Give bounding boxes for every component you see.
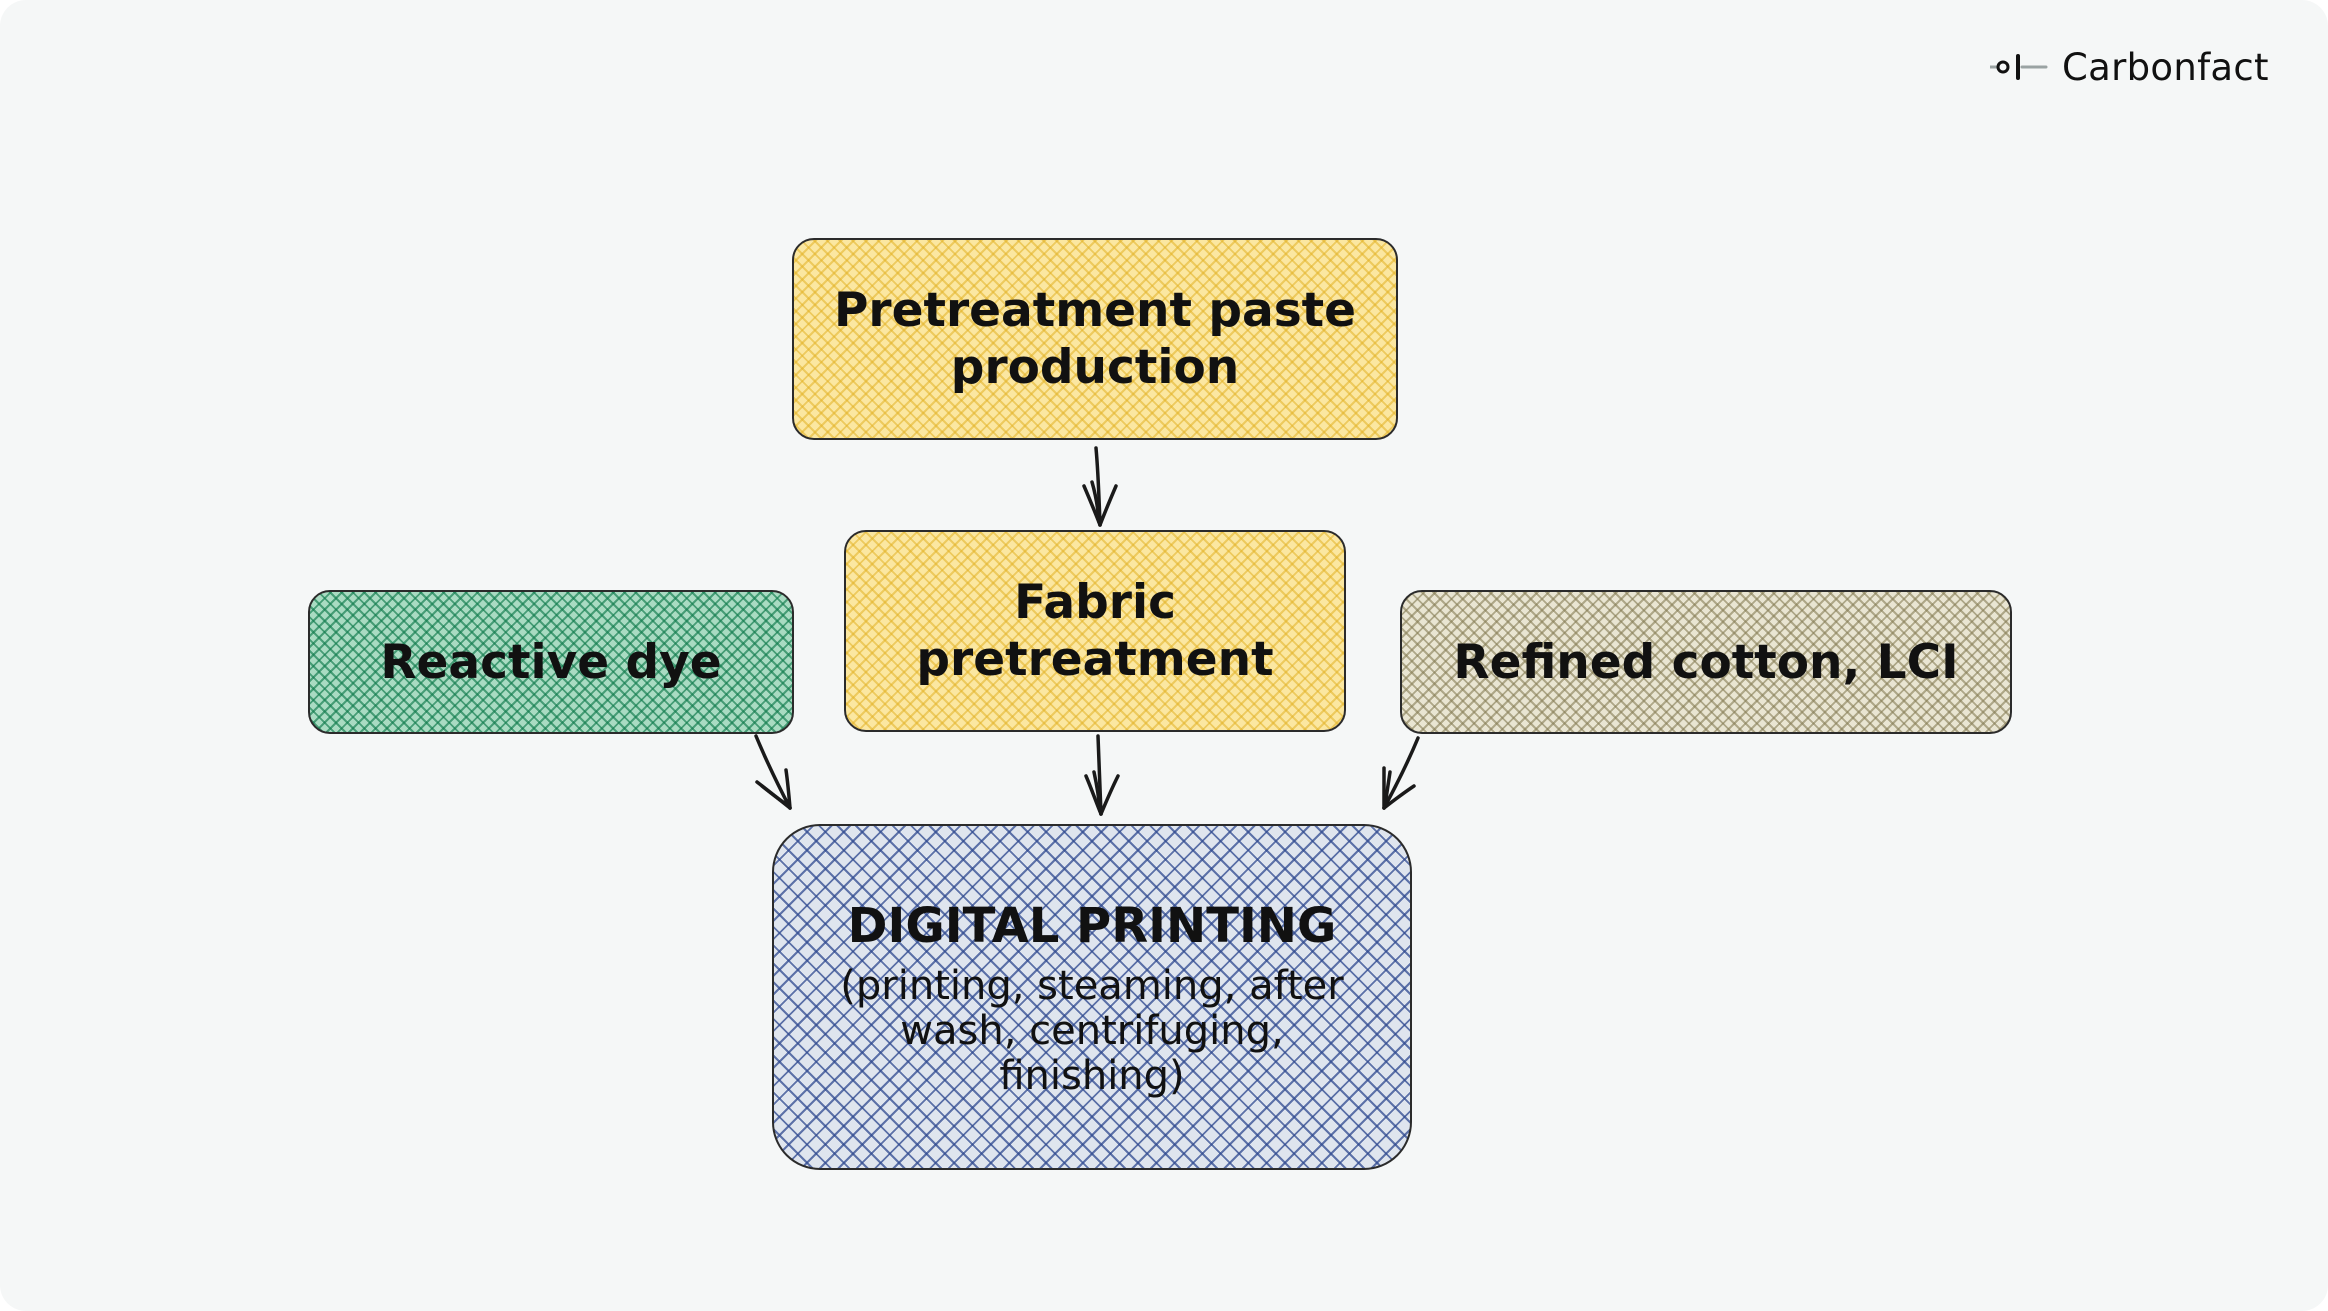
node-fabric-pretreatment: Fabric pretreatment: [844, 530, 1346, 732]
node-subtitle-line: (printing, steaming, after: [840, 962, 1344, 1009]
node-subtitle-line: finishing): [999, 1052, 1185, 1099]
arrow-fabric-to-digital: [1084, 734, 1120, 816]
arrow-dye-to-digital: [754, 734, 792, 810]
node-label: Reactive dye: [380, 634, 722, 690]
brand-logo: Carbonfact: [1990, 42, 2269, 92]
node-label: Fabric: [1014, 575, 1176, 630]
node-label: Refined cotton, LCI: [1453, 634, 1959, 690]
arrow-cotton-to-digital: [1382, 736, 1420, 810]
node-refined-cotton-lci: Refined cotton, LCI: [1400, 590, 2012, 734]
node-pretreatment-paste-production: Pretreatment paste production: [792, 238, 1398, 440]
node-digital-printing: DIGITAL PRINTING (printing, steaming, af…: [772, 824, 1412, 1170]
node-reactive-dye: Reactive dye: [308, 590, 794, 734]
node-title: DIGITAL PRINTING: [847, 897, 1337, 954]
brand-name: Carbonfact: [2062, 45, 2269, 89]
arrow-paste-to-fabric: [1082, 446, 1118, 527]
node-label: Pretreatment paste: [833, 283, 1357, 338]
carbonfact-logo-icon: [1990, 54, 2048, 80]
node-label: production: [950, 340, 1240, 395]
node-label: pretreatment: [916, 632, 1274, 687]
node-subtitle-line: wash, centrifuging,: [900, 1007, 1284, 1054]
